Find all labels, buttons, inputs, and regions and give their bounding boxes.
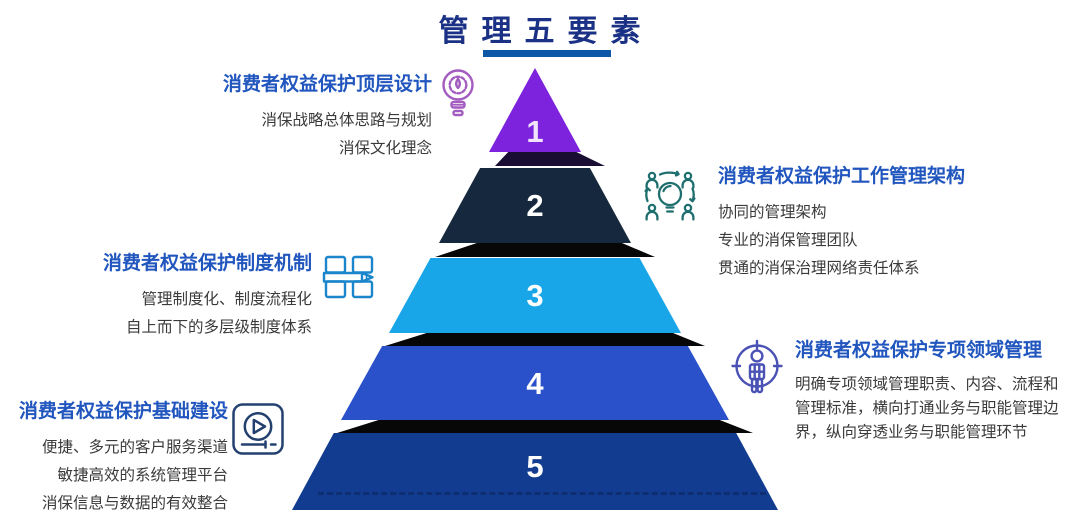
level5-dashed-line: [318, 492, 766, 495]
level-number: 3: [526, 278, 544, 313]
section-title: 消费者权益保护制度机制: [102, 253, 312, 274]
team-brainstorm-icon: [641, 167, 699, 225]
pyramid-level-shadow: [495, 152, 605, 166]
page-title: 管理五要素: [438, 15, 654, 48]
section-line: 贯通的消保治理网络责任体系: [718, 260, 920, 277]
target-person-icon: [731, 339, 783, 401]
section-line: 明确专项领域管理职责、内容、流程和: [795, 376, 1059, 393]
section-line: 管理制度化、制度流程化: [141, 291, 312, 308]
pyramid-level-2: 2: [439, 168, 631, 243]
section-top-layer-design: 消费者权益保护顶层设计 消保战略总体思路与规划 消保文化理念: [52, 72, 432, 163]
section-line: 自上而下的多层级制度体系: [125, 319, 312, 336]
pyramid-level-5: 5: [292, 433, 778, 510]
level-number: 2: [526, 188, 544, 223]
section-work-management-structure: 消费者权益保护工作管理架构 协同的管理架构 专业的消保管理团队 贯通的消保治理网…: [718, 164, 1068, 283]
section-line: 界，纵向穿透业务与职能管理环节: [795, 424, 1028, 441]
pyramid-level-3: 3: [389, 258, 681, 333]
idea-lightbulb-gear-icon: [436, 66, 480, 122]
section-special-domain-management: 消费者权益保护专项领域管理 明确专项领域管理职责、内容、流程和 管理标准，横向打…: [795, 338, 1080, 445]
pyramid-level-shadow: [385, 333, 705, 346]
section-infrastructure: 消费者权益保护基础建设 便捷、多元的客户服务渠道 敏捷高效的系统管理平台 消保信…: [0, 399, 228, 518]
section-title: 消费者权益保护工作管理架构: [718, 166, 966, 187]
pyramid-level-shadow: [337, 420, 753, 433]
section-line: 消保信息与数据的有效整合: [41, 495, 228, 512]
section-line: 管理标准，横向打通业务与职能管理边: [795, 400, 1059, 417]
section-line: 敏捷高效的系统管理平台: [57, 467, 228, 484]
section-line: 消保文化理念: [338, 140, 432, 157]
section-line: 便捷、多元的客户服务渠道: [41, 439, 228, 456]
section-title: 消费者权益保护顶层设计: [222, 74, 432, 95]
pyramid-level-1: 1: [489, 68, 581, 152]
pyramid-level-shadow: [435, 243, 655, 257]
section-title: 消费者权益保护基础建设: [18, 401, 228, 422]
book-pencil-icon: [322, 254, 376, 302]
section-line: 消保战略总体思路与规划: [261, 112, 432, 129]
title-underline: [483, 50, 611, 57]
section-line: 专业的消保管理团队: [718, 232, 858, 249]
pyramid-level-4: 4: [341, 346, 729, 420]
section-line: 协同的管理架构: [718, 204, 827, 221]
level-number: 4: [526, 365, 544, 401]
section-title: 消费者权益保护专项领域管理: [795, 340, 1043, 361]
video-player-icon: [231, 402, 285, 456]
level-number: 1: [526, 114, 544, 149]
level-number: 5: [526, 449, 544, 484]
section-system-mechanism: 消费者权益保护制度机制 管理制度化、制度流程化 自上而下的多层级制度体系: [0, 251, 312, 342]
